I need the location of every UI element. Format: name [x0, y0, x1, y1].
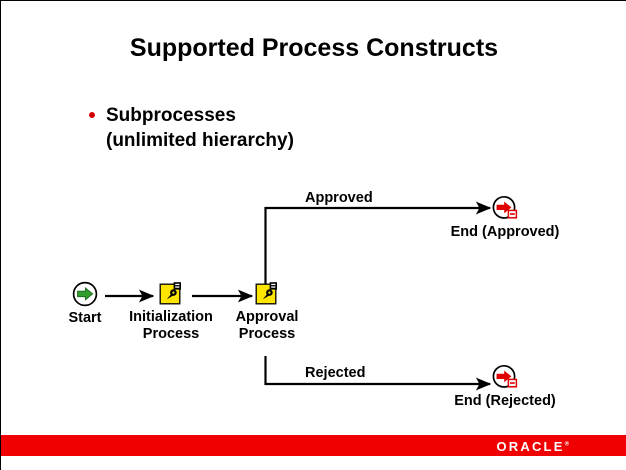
node-end-rejected-label: End (Rejected): [454, 393, 556, 409]
edge-label-approved: Approved: [305, 190, 373, 206]
oracle-logo-trademark: ®: [564, 441, 569, 448]
oracle-logo: ORACLE®: [496, 439, 569, 454]
node-initialization-process-label: Initialization Process: [129, 309, 213, 342]
end-event-icon: [492, 364, 518, 388]
node-start-label: Start: [68, 310, 102, 326]
node-initialization-process[interactable]: Initialization Process: [113, 280, 229, 343]
node-end-rejected[interactable]: End (Rejected): [437, 364, 573, 410]
node-start[interactable]: Start: [53, 281, 117, 327]
footer-bar: ORACLE®: [1, 435, 626, 456]
node-approval-process-label: Approval Process: [235, 309, 299, 342]
subprocess-gear-icon: [159, 282, 181, 305]
start-event-icon: [72, 281, 98, 307]
node-end-approved[interactable]: End (Approved): [437, 195, 573, 241]
node-end-approved-label: End (Approved): [450, 224, 560, 240]
bullet-marker-icon: [89, 112, 95, 118]
page-title: Supported Process Constructs: [129, 34, 499, 62]
bullet-item: Subprocesses (unlimited hierarchy): [89, 103, 294, 153]
oracle-logo-text: ORACLE: [496, 439, 565, 454]
bullet-line-1: Subprocesses: [106, 105, 236, 126]
edge-label-rejected: Rejected: [305, 365, 366, 381]
node-approval-process[interactable]: Approval Process: [223, 280, 311, 343]
bullet-line-2: (unlimited hierarchy): [106, 130, 294, 151]
end-event-icon: [492, 195, 518, 219]
bullet-text: Subprocesses (unlimited hierarchy): [106, 103, 294, 153]
subprocess-gear-icon: [255, 282, 277, 305]
